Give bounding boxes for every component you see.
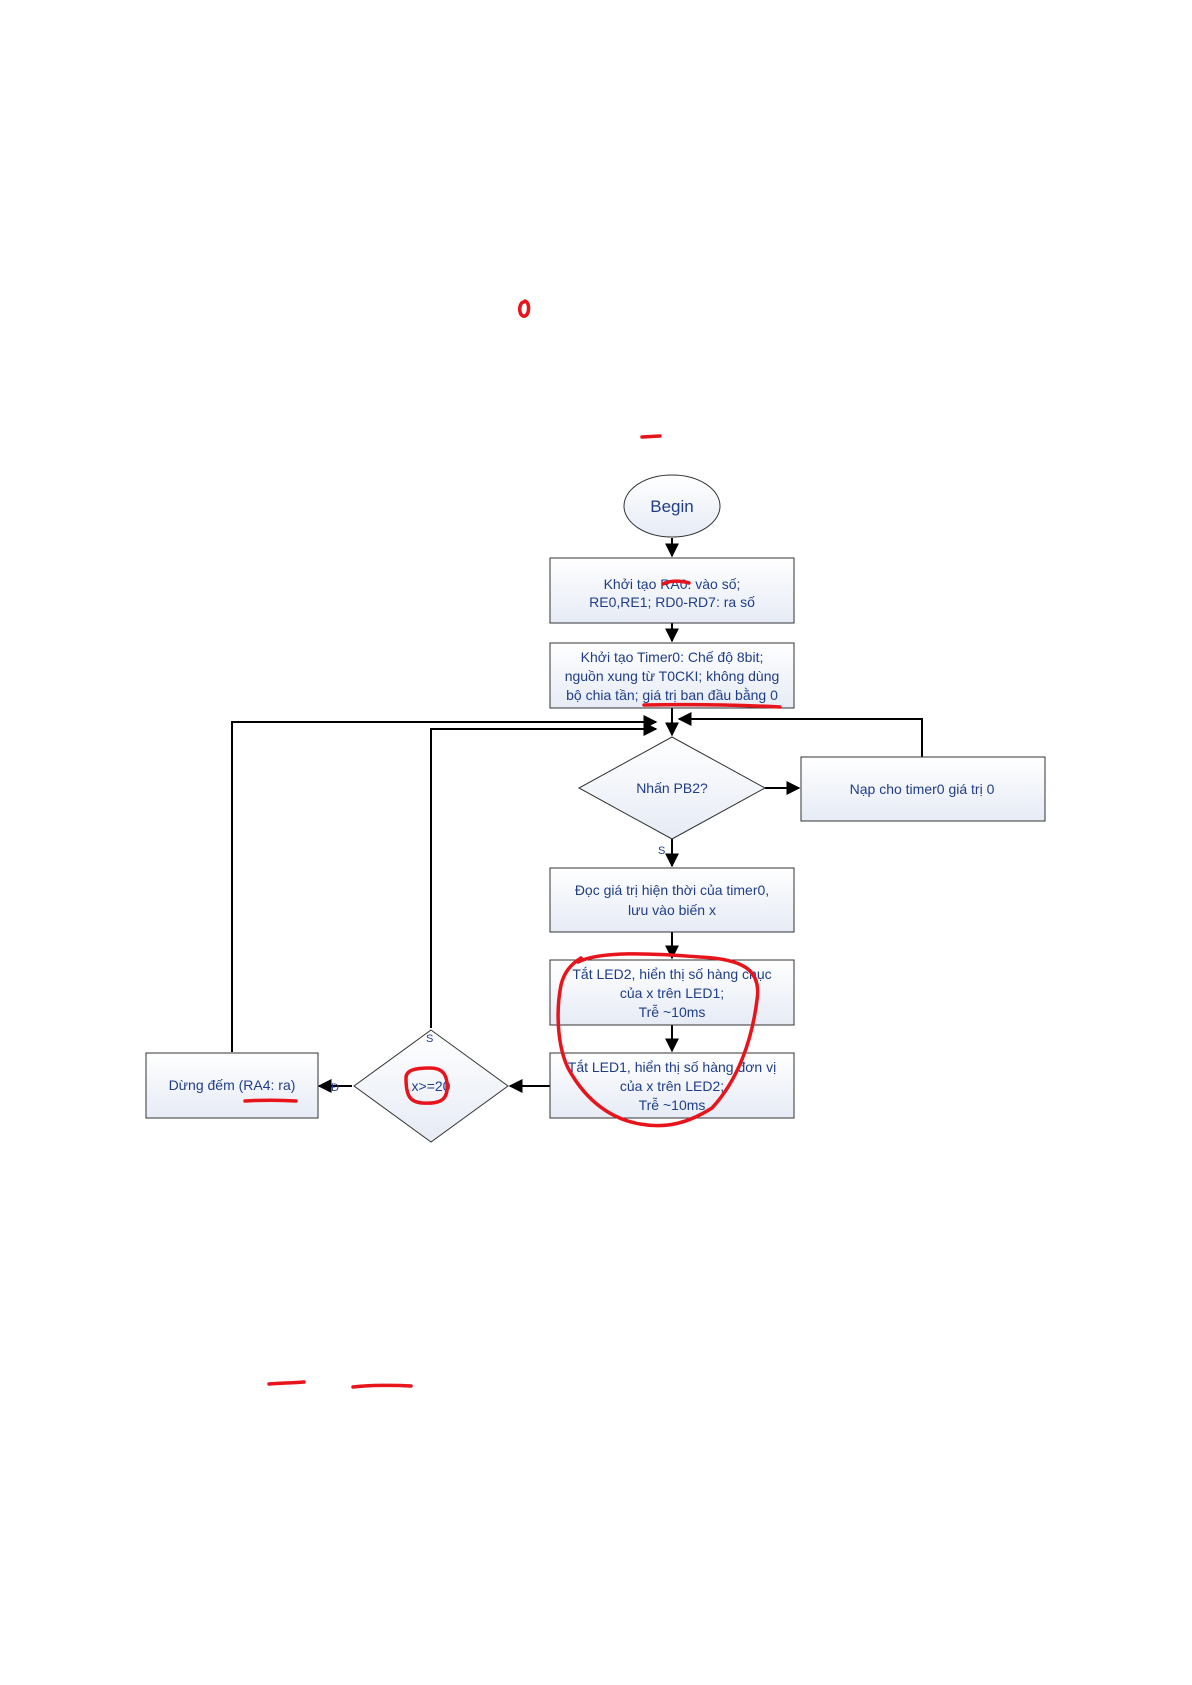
stop-count-box: Dừng đếm (RA4: ra): [145, 1052, 319, 1119]
load-timer-box: Nạp cho timer0 giá trị 0: [800, 756, 1046, 822]
begin-label: Begin: [650, 497, 693, 516]
ink-dash-bottom-right: [351, 1383, 413, 1389]
init-timer-line-2: nguồn xung từ T0CKI; không dùng: [565, 668, 780, 684]
label-s-pb2: S: [658, 845, 665, 857]
ink-underline-ra4: [243, 1098, 298, 1103]
ink-strike-ra0: [661, 579, 691, 586]
ink-dash-bottom-left: [267, 1380, 306, 1386]
init-timer-line-3: bộ chia tần; giá trị ban đầu bằng 0: [566, 687, 778, 703]
display-units-line-3: Trễ ~10ms: [639, 1097, 706, 1113]
ink-zero-mark: [518, 299, 531, 318]
init-timer-line-1: Khởi tạo Timer0: Chế độ 8bit;: [581, 649, 764, 665]
ink-underline-initial-value: [642, 702, 782, 709]
decision-pb2-label: Nhấn PB2?: [636, 780, 708, 796]
display-tens-line-2: của x trên LED1;: [620, 985, 724, 1001]
display-units-line-1: Tắt LED1, hiển thị số hàng đơn vị: [568, 1059, 776, 1075]
init-io-line-2: RE0,RE1; RD0-RD7: ra số: [589, 594, 755, 610]
begin-node: Begin: [623, 474, 721, 538]
read-timer-line-1: Đọc giá trị hiện thời của timer0,: [575, 882, 769, 898]
handwritten-annotations: [243, 299, 782, 1389]
ink-circle-display: [556, 952, 760, 1128]
connectors: [231, 538, 923, 1093]
display-tens-line-1: Tắt LED2, hiển thị số hàng chục: [572, 966, 771, 982]
init-io-line-1: Khởi tạo RA0: vào số;: [604, 576, 741, 592]
arrow-stop-loop: [231, 715, 658, 1052]
read-timer-line-2: lưu vào biến x: [628, 902, 716, 918]
arrow-load-loop: [677, 712, 923, 757]
decision-x-label: x>=20: [412, 1078, 451, 1094]
arrow-x-false-loop: [430, 722, 658, 1028]
display-units-box: Tắt LED1, hiển thị số hàng đơn vị của x …: [549, 1052, 795, 1119]
label-s-x: S: [426, 1033, 433, 1045]
ink-dash-top: [640, 434, 662, 439]
ink-circle-x20: [404, 1066, 449, 1105]
init-timer-box: Khởi tạo Timer0: Chế độ 8bit; nguồn xung…: [549, 642, 795, 709]
display-units-line-2: của x trên LED2;: [620, 1078, 724, 1094]
stop-count-label: Dừng đếm (RA4: ra): [169, 1077, 296, 1093]
read-timer-box: Đọc giá trị hiện thời của timer0, lưu và…: [549, 867, 795, 933]
load-timer-label: Nạp cho timer0 giá trị 0: [850, 781, 995, 797]
decision-x: x>=20: [353, 1029, 509, 1143]
display-tens-line-3: Trễ ~10ms: [639, 1004, 706, 1020]
label-d-x: Đ: [331, 1082, 339, 1094]
init-io-box: Khởi tạo RA0: vào số; RE0,RE1; RD0-RD7: …: [549, 557, 795, 624]
decision-pb2: Nhấn PB2?: [577, 736, 767, 840]
